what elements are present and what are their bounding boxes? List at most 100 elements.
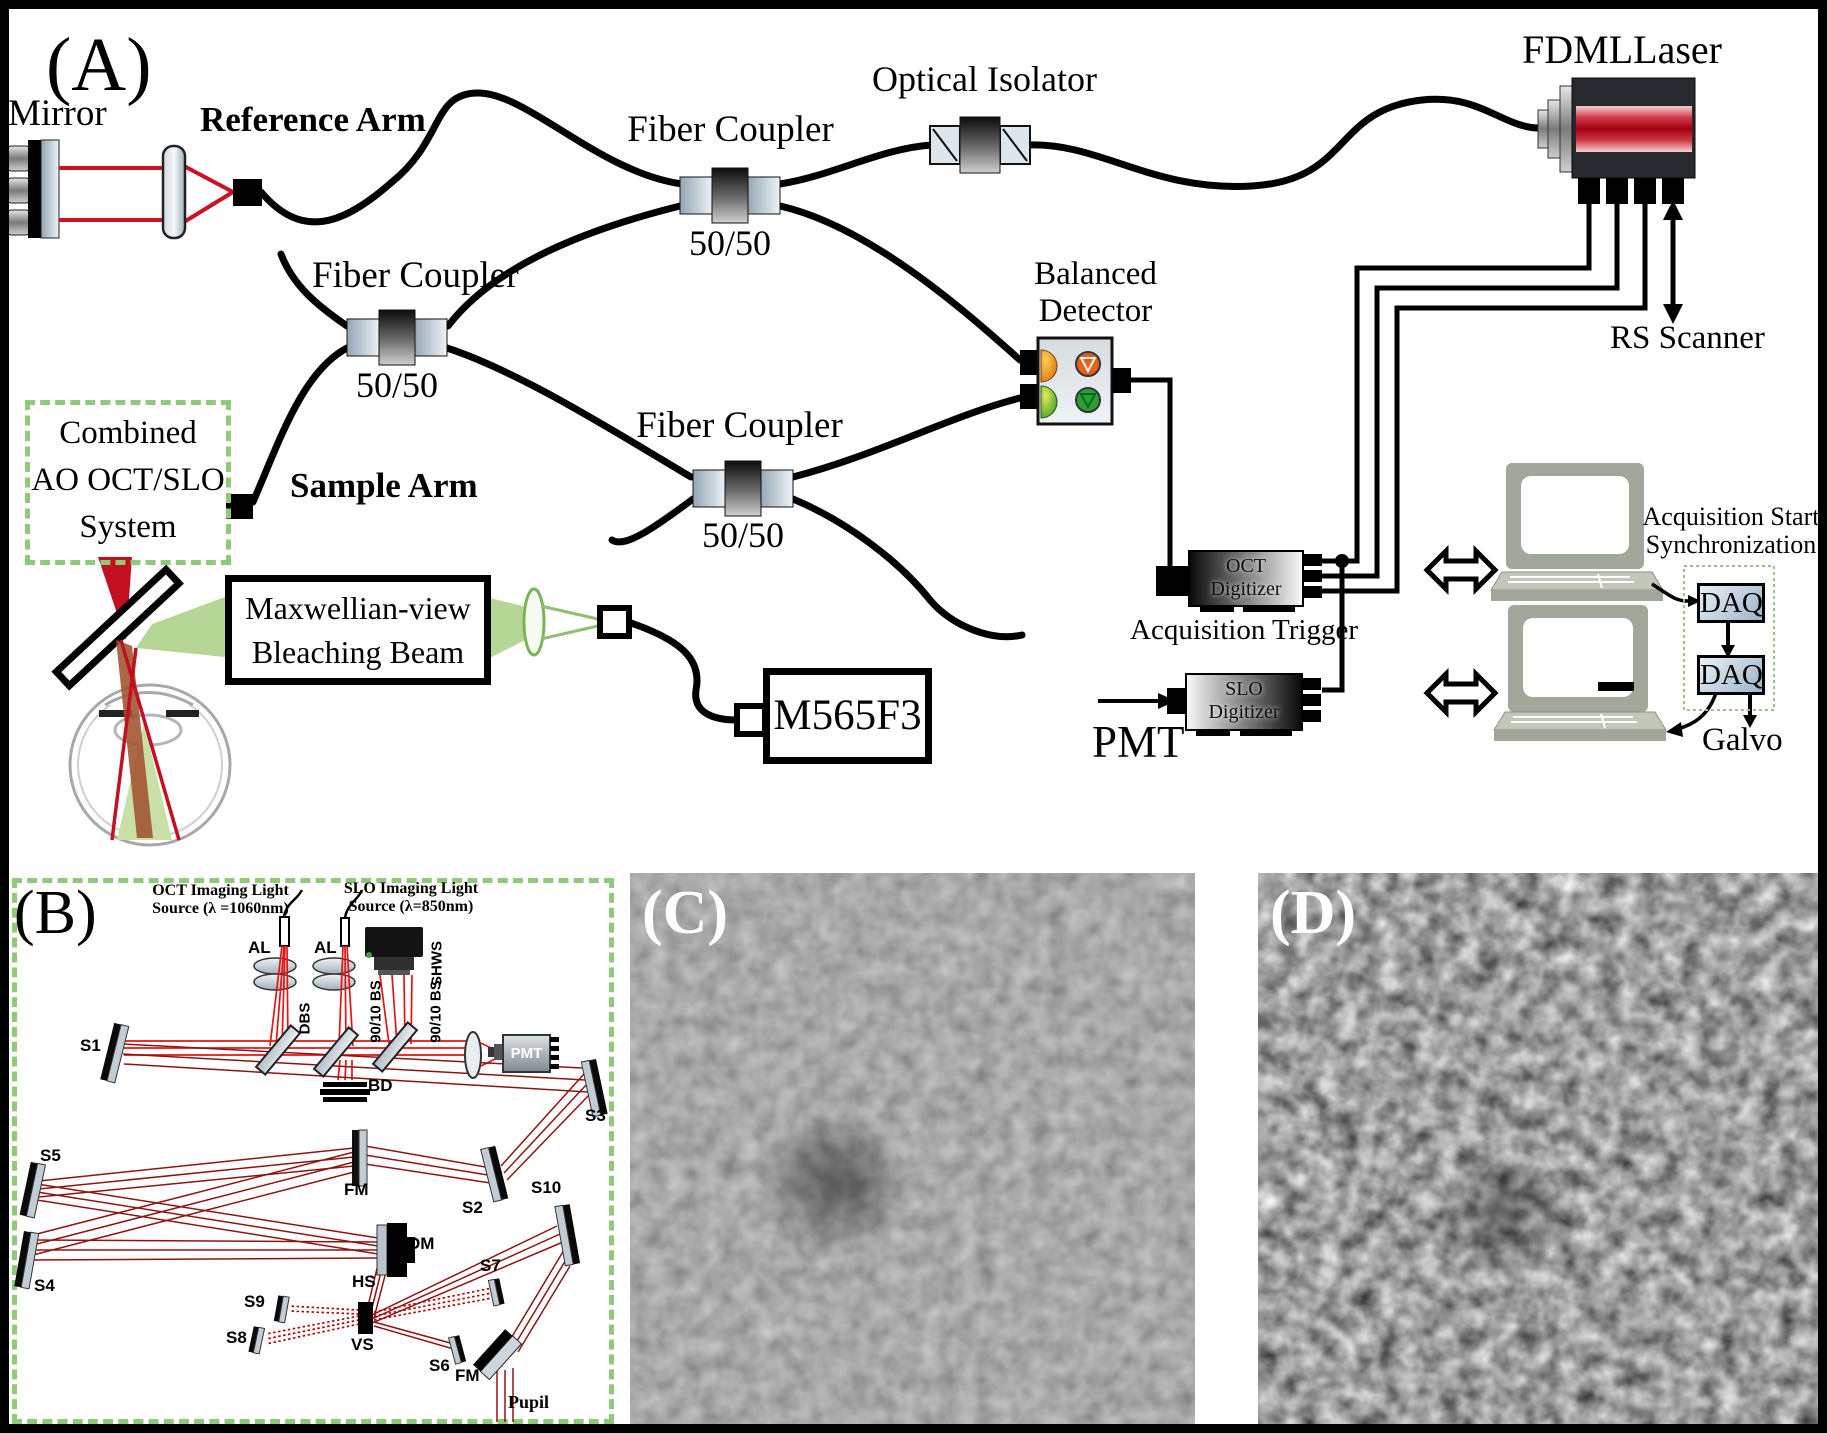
computer-bottom-icon	[1493, 605, 1667, 741]
dm-mirror-icon	[376, 1223, 415, 1277]
pupil-label: Pupil	[508, 1392, 550, 1412]
sample-arm-label: Sample Arm	[290, 466, 478, 505]
balanced-detector-icon	[1020, 336, 1131, 426]
bs1-splitter-icon	[312, 1026, 360, 1078]
daq-arrows	[1651, 582, 1757, 737]
fiber-coupler-top-icon	[679, 167, 781, 224]
slo-digitizer-box: SLO Digitizer	[1185, 673, 1303, 731]
combined-line-3: System	[79, 509, 177, 545]
hs-vs-scanner-icon	[358, 1302, 373, 1334]
combined-line-2: AO OCT/SLO	[31, 462, 225, 498]
s8-label: S8	[226, 1328, 247, 1347]
double-arrow-top-icon	[1423, 544, 1499, 596]
reference-fiber-connector	[233, 179, 262, 206]
fiber-coupler-bottom-icon	[692, 460, 794, 517]
slo-source-line-1: SLO Imaging Light	[343, 880, 479, 897]
pmt-b-label: PMT	[510, 1045, 543, 1062]
bs1-label: 90/10 BS	[367, 980, 385, 1043]
m565f3-box: M565F3	[763, 668, 932, 764]
fiber-coupler-top-label: Fiber Coupler	[627, 109, 834, 150]
s8-mirror-icon	[248, 1326, 266, 1355]
s10-label: S10	[531, 1178, 562, 1197]
acquisition-trigger-label: Acquisition Trigger	[1130, 614, 1358, 646]
pmt-arrow	[1098, 693, 1176, 709]
s4-label: S4	[34, 1276, 55, 1295]
double-arrow-bottom-icon	[1423, 667, 1499, 719]
bs2-label: 90/10 BS	[427, 980, 445, 1043]
panel-c-dark-spot	[750, 1103, 920, 1263]
bleach-converge	[540, 604, 603, 641]
optical-isolator-label: Optical Isolator	[872, 59, 1097, 99]
dbs-splitter-icon	[254, 1024, 302, 1076]
fdml-laser-label: FDMLLaser	[1522, 27, 1722, 72]
balanced-detector-label-1: Balanced	[1034, 256, 1157, 292]
panel-b-tag: (B)	[14, 879, 97, 947]
panel-d-tag: (D)	[1270, 879, 1357, 947]
fm1-label: FM	[344, 1180, 369, 1199]
fiber-coupler-mid-label: Fiber Coupler	[312, 255, 519, 296]
pmt-lens-icon	[464, 1031, 482, 1079]
panel-b-box	[12, 878, 614, 1424]
oct-digitizer-line-1: OCT	[1226, 555, 1266, 577]
oct-digitizer-line-2: Digitizer	[1210, 578, 1282, 600]
vs-label: VS	[351, 1335, 374, 1354]
daq-top-box: DAQ	[1697, 583, 1765, 623]
combined-line-1: Combined	[59, 415, 197, 451]
s7-label: S7	[480, 1256, 501, 1275]
mirror-label: Mirror	[8, 93, 107, 134]
panel-c-tag: (C)	[642, 879, 729, 947]
galvo-label: Galvo	[1702, 722, 1783, 758]
s1-mirror-icon	[100, 1022, 130, 1084]
slo-digitizer-line-1: SLO	[1225, 678, 1263, 700]
s5-mirror-icon	[19, 1161, 47, 1219]
combined-system-box: Combined AO OCT/SLO System	[25, 400, 231, 565]
bs2-splitter-icon	[371, 1021, 419, 1073]
al2-label: AL	[314, 938, 337, 957]
fm1-mirror-icon	[352, 1129, 368, 1187]
acquisition-start-label-2: Synchronization	[1645, 530, 1817, 559]
slo-source-label: SLO Imaging Light Source (λ=850nm)	[336, 880, 486, 916]
pmt-a-label: PMT	[1092, 717, 1185, 767]
shws-camera-icon	[365, 927, 423, 975]
panel-d-dark-spot	[1428, 1143, 1578, 1283]
maxwellian-line-1: Maxwellian-view	[245, 590, 471, 626]
balanced-detector-label-2: Detector	[1038, 293, 1153, 329]
panel-a-diagram	[7, 77, 1775, 847]
rs-scanner-arrow	[1663, 200, 1683, 324]
s10-mirror-icon	[554, 1204, 581, 1267]
s3-mirror-icon	[580, 1058, 608, 1118]
m565f3-connector	[734, 703, 768, 737]
daq-dashed-box	[1683, 565, 1775, 711]
reference-mirror-icon	[7, 139, 60, 239]
oct-source-line-1: OCT Imaging Light	[152, 882, 289, 899]
fiber-coupler-mid-ratio: 50/50	[355, 365, 438, 405]
wire-junction-dot	[1335, 554, 1349, 568]
fm2-label: FM	[455, 1366, 480, 1385]
dichroic-mirror-icon	[51, 564, 184, 691]
s2-label: S2	[462, 1198, 483, 1217]
daq-top-label: DAQ	[1700, 587, 1763, 619]
fdml-laser-icon	[1537, 77, 1696, 204]
dotted-scan-beams	[265, 1287, 493, 1345]
fiber-coupler-mid-icon	[346, 309, 448, 366]
reference-lens-icon	[161, 144, 187, 240]
dbs-label: DBS	[296, 1002, 314, 1035]
oct-digitizer-box: OCT Digitizer	[1188, 550, 1304, 607]
s5-label: S5	[40, 1146, 61, 1165]
maxwellian-line-2: Bleaching Beam	[251, 634, 465, 670]
pmt-b-icon	[488, 1034, 559, 1073]
fiber-coupler-bottom-label: Fiber Coupler	[636, 405, 843, 446]
s7-mirror-icon	[487, 1278, 505, 1307]
dm-label: DM	[408, 1234, 435, 1253]
acquisition-start-label-1: Acquisition Start	[1642, 502, 1820, 531]
dark-beam-mesh	[30, 1043, 591, 1422]
s9-label: S9	[244, 1292, 265, 1311]
s9-mirror-icon	[273, 1295, 290, 1324]
panel-d-image	[1258, 873, 1820, 1428]
panel-a-tag: (A)	[46, 23, 152, 107]
bleach-green-beam-right	[490, 598, 527, 658]
s4-mirror-icon	[14, 1231, 40, 1290]
bleach-green-beam-left	[136, 597, 225, 657]
s6-label: S6	[429, 1356, 450, 1375]
panel-b-diagram	[14, 889, 608, 1422]
